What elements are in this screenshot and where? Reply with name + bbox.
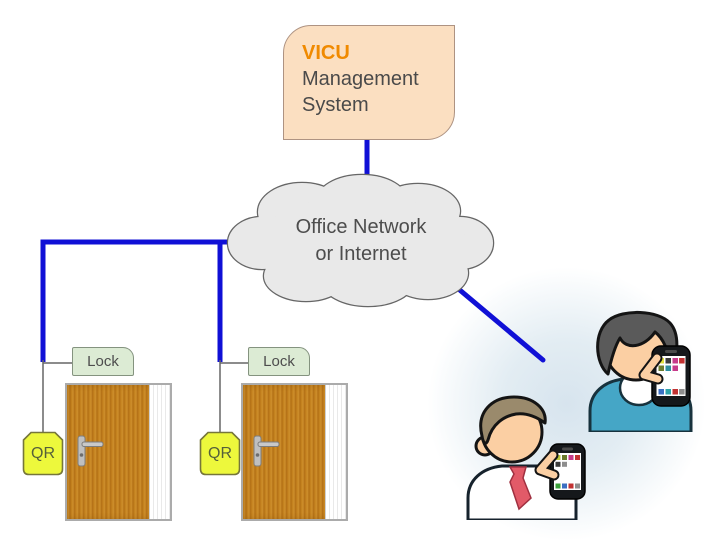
man-hair (479, 395, 547, 445)
qr-tag-shape (22, 431, 64, 476)
app-icons (555, 455, 580, 489)
qr-tag-1: QR (22, 431, 64, 476)
qr-tag-shape (199, 431, 241, 476)
woman-hand (638, 352, 664, 385)
cloud-label-line2: or Internet (315, 243, 407, 265)
smartphone-icon (549, 443, 586, 500)
lock-label-2-text: Lock (263, 353, 295, 370)
management-system-title: VICU (302, 42, 350, 64)
door-2 (241, 383, 348, 521)
cloud-label: Office Network or Internet (270, 214, 452, 268)
qr-tag-1-text: QR (31, 444, 55, 462)
door-handle-icon (253, 435, 280, 467)
network-cloud (226, 173, 495, 308)
qr-tag-2-text: QR (208, 444, 232, 462)
line-cloud-to-users (452, 283, 546, 363)
lock-label-1: Lock (72, 347, 134, 376)
line-cloud-to-door-1 (40, 239, 234, 362)
man-tie (508, 466, 532, 511)
qr-tag-2: QR (199, 431, 241, 476)
lock-label-2: Lock (248, 347, 310, 376)
user-man-with-smartphone (466, 395, 586, 520)
door-1 (65, 383, 172, 521)
man-hand (534, 449, 560, 481)
cloud-label-line1: Office Network (295, 216, 427, 238)
management-system-subtitle: Management System (302, 68, 419, 116)
door-1-frame-edge (149, 385, 170, 519)
lock-label-1-text: Lock (87, 353, 119, 370)
management-system-box: VICU Management System (283, 25, 455, 140)
door-2-frame-edge (325, 385, 346, 519)
door-handle-icon (77, 435, 104, 467)
user-woman-with-smartphone (588, 310, 693, 432)
junction-lines (42, 360, 250, 433)
